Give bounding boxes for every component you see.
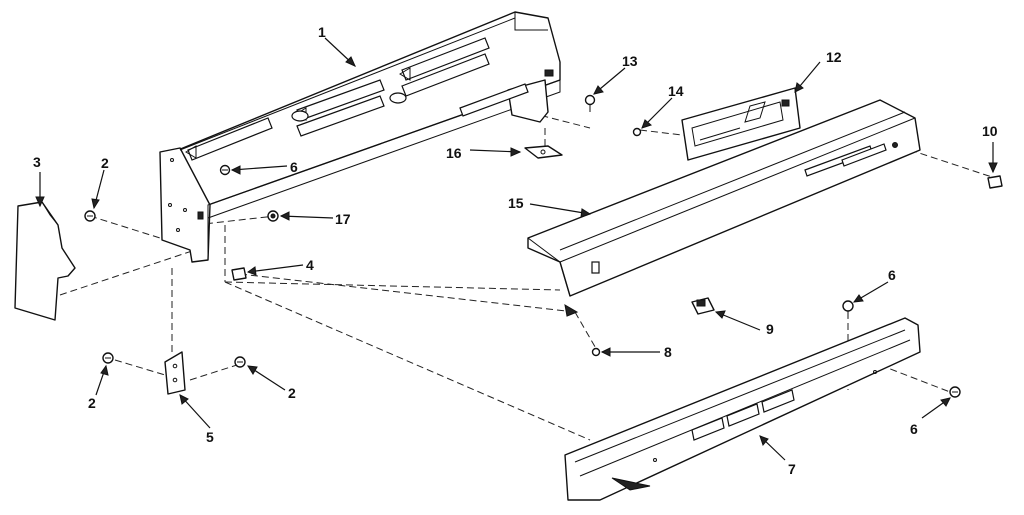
callout-6-trim-top: 6 [888,267,896,283]
part-12-control-board [681,87,801,161]
part-5-hinge-bracket [164,351,186,395]
callout-2-upper: 2 [101,155,109,171]
part-16-bracket [524,145,563,159]
part-1-control-frame [159,11,561,263]
callout-6-trim-side: 6 [910,421,918,437]
callout-12: 12 [826,49,842,65]
screw-2-lower-right [234,356,246,368]
callout-8: 8 [664,344,672,360]
callout-17: 17 [335,211,351,227]
callout-5: 5 [206,429,214,445]
callout-9: 9 [766,321,774,337]
clip-4 [231,267,247,281]
callout-3: 3 [33,154,41,170]
screw-2-lower-left [102,352,114,364]
leader-lines [35,37,998,461]
part-15-panel-cover [527,99,921,317]
screw-8 [591,347,601,357]
callout-4: 4 [306,257,314,273]
callout-15: 15 [508,195,524,211]
part-3-end-cap [14,201,76,321]
callout-1: 1 [318,24,326,40]
screw-6-trim-side [949,386,961,398]
part-7-lower-trim [564,317,921,501]
callout-13: 13 [622,53,638,69]
screw-6-trim-top [842,300,854,318]
nut-17 [267,210,279,222]
callout-7: 7 [788,461,796,477]
callout-2-lower-left: 2 [88,395,96,411]
callout-10: 10 [982,123,998,139]
fasteners [84,94,961,398]
callout-6-frame: 6 [290,159,298,175]
screw-13 [584,94,596,112]
callout-14: 14 [668,83,684,99]
screw-14 [632,127,642,137]
callouts: 1 3 2 6 17 4 2 2 5 13 14 12 16 15 10 9 8… [33,24,998,477]
part-10-cap [987,175,1003,189]
screw-2-upper [84,210,96,222]
callout-2-lower-right: 2 [288,385,296,401]
part-9-switch [691,297,715,315]
screw-6-frame [219,164,231,176]
callout-16: 16 [446,145,462,161]
